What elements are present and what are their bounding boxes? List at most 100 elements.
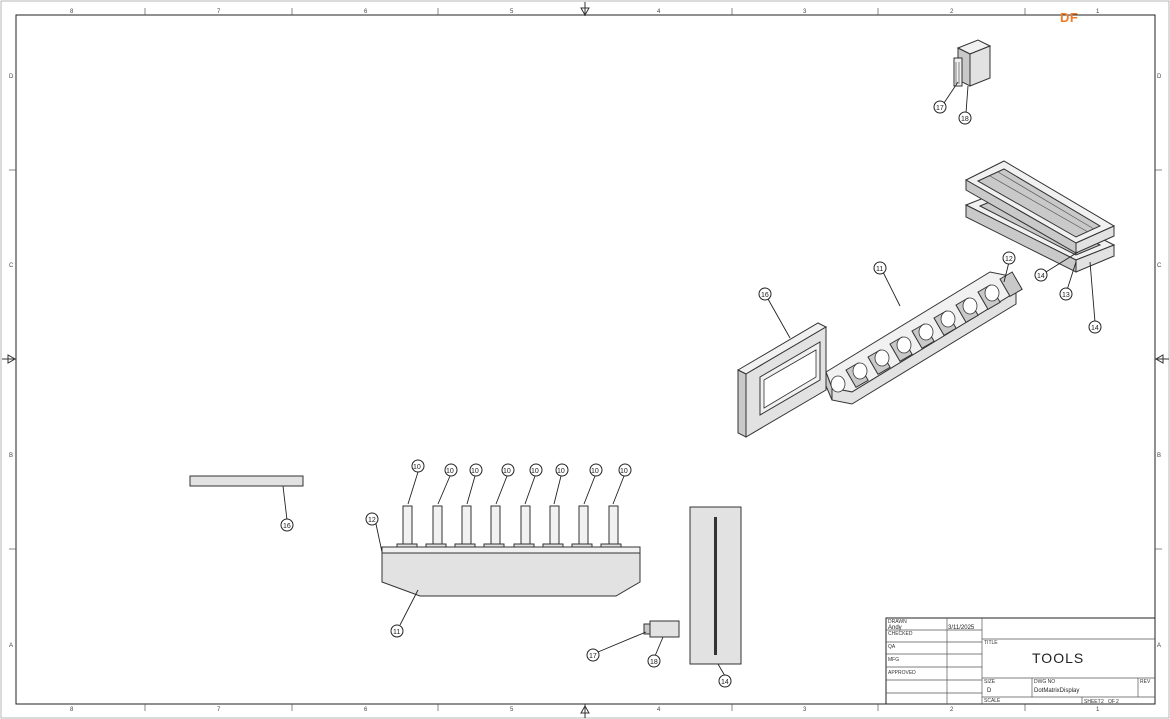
- drawn-date: 3/11/2025: [948, 625, 975, 631]
- sheet-number: 2: [1101, 699, 1104, 705]
- zone-col-4-top: 4: [657, 9, 661, 15]
- balloon-11-front: 11: [390, 624, 404, 638]
- zone-col-1-top: 1: [1096, 9, 1100, 15]
- front-small-block: [643, 620, 680, 638]
- zone-row-b-right: B: [1157, 453, 1161, 459]
- mfg-label: MFG: [888, 657, 899, 663]
- balloon-14-front: 14: [718, 674, 732, 688]
- iso-small-block: [953, 39, 992, 87]
- sheet-total: 2: [1116, 699, 1119, 705]
- zone-col-8-bottom: 8: [70, 707, 74, 713]
- title-label: TITLE: [984, 640, 998, 646]
- front-tall-plate: [689, 506, 742, 665]
- rev-label: REV: [1140, 679, 1151, 685]
- balloon-10-d: 10: [501, 463, 515, 477]
- balloon-16-side: 16: [280, 518, 294, 532]
- zone-col-3-top: 3: [803, 9, 807, 15]
- leader-lines: [282, 81, 1096, 677]
- title-block: DRAWN Andy 3/11/2025 CHECKED QA MFG APPR…: [885, 617, 1156, 705]
- inner-border: [15, 14, 1156, 705]
- balloon-18-front: 18: [647, 654, 661, 668]
- svg-text:14: 14: [1037, 273, 1045, 280]
- balloon-17-top: 17: [933, 100, 947, 114]
- svg-text:10: 10: [557, 468, 565, 475]
- balloons: 17 18 12 14 13 14 11 16 16 12 11 10 10 1…: [280, 100, 1102, 688]
- balloon-11-iso: 11: [873, 261, 887, 275]
- zone-row-b-left: B: [9, 453, 13, 459]
- side-plate-16: [189, 475, 304, 487]
- zone-row-d-right: D: [1157, 74, 1162, 80]
- zone-row-d-left: D: [9, 74, 14, 80]
- zone-row-a-right: A: [1157, 643, 1161, 649]
- zone-row-a-left: A: [9, 643, 13, 649]
- balloon-16-iso: 16: [758, 287, 772, 301]
- svg-text:18: 18: [650, 659, 658, 666]
- dwg-no-label: DWG NO: [1034, 679, 1055, 685]
- balloon-10-e: 10: [529, 463, 543, 477]
- svg-text:11: 11: [876, 266, 883, 273]
- checked-label: CHECKED: [888, 631, 913, 637]
- scale-label: SCALE: [984, 698, 1001, 704]
- balloon-10-b: 10: [444, 463, 458, 477]
- svg-text:10: 10: [531, 468, 539, 475]
- svg-text:10: 10: [413, 464, 421, 471]
- zone-col-7-top: 7: [217, 9, 221, 15]
- svg-text:16: 16: [761, 292, 769, 299]
- iso-tray-plates: [964, 160, 1116, 273]
- zone-row-c-right: C: [1157, 263, 1162, 269]
- svg-text:16: 16: [283, 523, 291, 530]
- size-label: SIZE: [984, 679, 996, 685]
- balloon-10-f: 10: [555, 463, 569, 477]
- zone-col-5-top: 5: [510, 9, 514, 15]
- sheet-label: SHEET: [1084, 699, 1101, 705]
- balloon-10-a: 10: [411, 459, 425, 473]
- svg-text:12: 12: [1005, 256, 1013, 263]
- svg-text:17: 17: [589, 653, 597, 660]
- zone-col-1-bottom: 1: [1096, 707, 1100, 713]
- svg-text:11: 11: [393, 629, 400, 636]
- balloon-12-front: 12: [365, 512, 379, 526]
- balloon-14-iso-a: 14: [1034, 268, 1048, 282]
- balloon-12-iso: 12: [1002, 251, 1016, 265]
- df-logo: DF: [1060, 10, 1079, 25]
- svg-text:10: 10: [591, 468, 599, 475]
- size-value: D: [987, 688, 992, 694]
- zone-col-8-top: 8: [70, 9, 74, 15]
- zone-col-6-bottom: 6: [364, 707, 368, 713]
- approved-label: APPROVED: [888, 670, 916, 676]
- svg-text:14: 14: [1091, 325, 1099, 332]
- zone-col-7-bottom: 7: [217, 707, 221, 713]
- svg-text:18: 18: [961, 116, 969, 123]
- zone-col-6-top: 6: [364, 9, 368, 15]
- svg-text:10: 10: [620, 468, 628, 475]
- zone-ticks: [9, 8, 1162, 711]
- balloon-18-top: 18: [958, 111, 972, 125]
- drawing-title: TOOLS: [1032, 650, 1084, 666]
- zone-col-2-bottom: 2: [950, 707, 954, 713]
- front-view-comb: [381, 505, 641, 597]
- balloon-13-iso: 13: [1059, 287, 1073, 301]
- drawn-by: Andy: [888, 625, 902, 631]
- zone-col-4-bottom: 4: [657, 707, 661, 713]
- balloon-10-c: 10: [469, 463, 483, 477]
- zone-labels: 8 7 6 5 4 3 2 1 8 7 6 5 4 3 2 1 D C B A …: [9, 9, 1162, 713]
- sheet-of: OF: [1108, 699, 1115, 705]
- svg-text:12: 12: [368, 517, 376, 524]
- iso-frame-plate: [736, 322, 828, 438]
- svg-text:10: 10: [446, 468, 454, 475]
- dwg-no-value: DotMatrixDisplay: [1034, 688, 1079, 694]
- zone-col-5-bottom: 5: [510, 707, 514, 713]
- zone-col-2-top: 2: [950, 9, 954, 15]
- zone-row-c-left: C: [9, 263, 14, 269]
- qa-label: QA: [888, 644, 896, 650]
- svg-text:10: 10: [503, 468, 511, 475]
- balloon-10-g: 10: [589, 463, 603, 477]
- zone-col-3-bottom: 3: [803, 707, 807, 713]
- balloon-10-h: 10: [618, 463, 632, 477]
- drawn-label: DRAWN: [888, 619, 907, 625]
- svg-text:17: 17: [936, 105, 944, 112]
- iso-comb-body: [825, 271, 1023, 405]
